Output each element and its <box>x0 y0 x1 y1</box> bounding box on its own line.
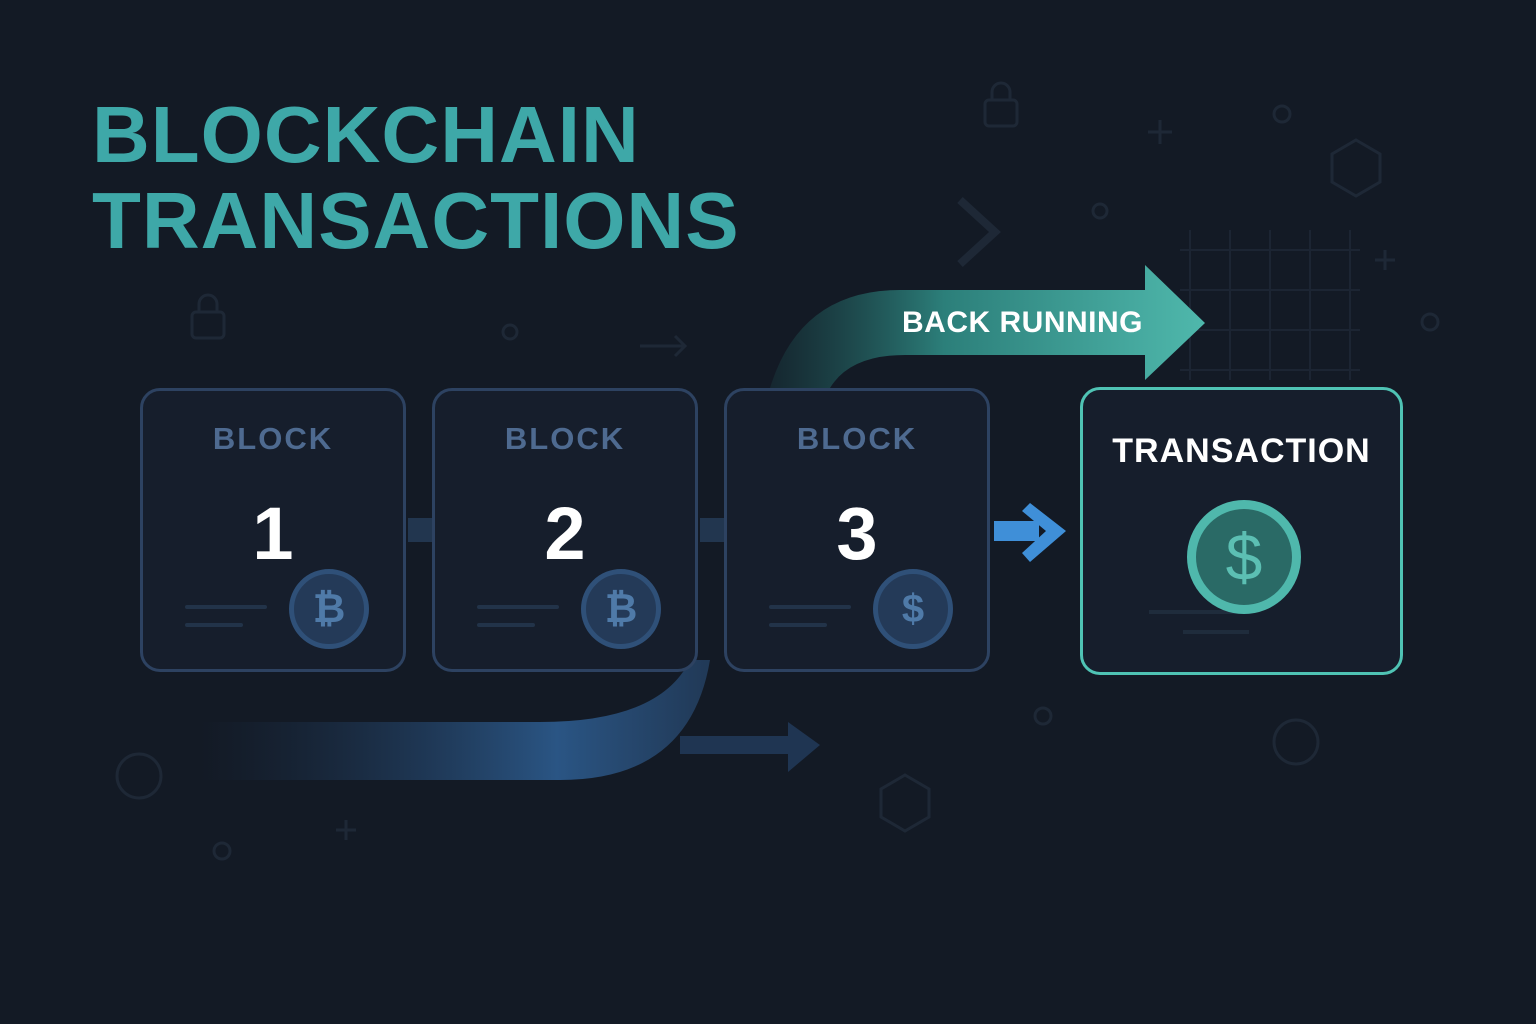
dollar-coin-icon: $ <box>873 569 953 649</box>
dollar-coin-icon: $ <box>1187 500 1301 614</box>
back-running-label: BACK RUNNING <box>902 306 1143 339</box>
block-label: BLOCK <box>504 421 626 456</box>
placeholder-line <box>1149 610 1249 614</box>
block-card-3: BLOCK 3 $ <box>724 388 990 672</box>
bitcoin-icon: ₿ <box>581 569 661 649</box>
arrow-to-transaction <box>994 503 1066 562</box>
placeholder-line <box>477 605 559 609</box>
bitcoin-icon: ₿ <box>289 569 369 649</box>
block-number: 1 <box>252 492 294 575</box>
title-line-1: BLOCKCHAIN <box>92 90 640 179</box>
lower-curved-flow <box>200 660 710 780</box>
block-card-2: BLOCK 2 ₿ <box>432 388 698 672</box>
placeholder-line <box>769 623 827 627</box>
block-connectors <box>408 518 726 542</box>
placeholder-line <box>185 623 243 627</box>
transaction-label: TRANSACTION <box>1112 432 1371 470</box>
block-card-1: BLOCK 1 ₿ <box>140 388 406 672</box>
block-label: BLOCK <box>212 421 334 456</box>
title-line-2: TRANSACTIONS <box>92 176 740 265</box>
back-running-arrow <box>770 265 1205 388</box>
block-number: 2 <box>544 492 586 575</box>
placeholder-line <box>769 605 851 609</box>
placeholder-line <box>185 605 267 609</box>
block-label: BLOCK <box>796 421 918 456</box>
placeholder-line <box>1183 630 1249 634</box>
faint-icons <box>115 81 1440 861</box>
block-number: 3 <box>836 492 878 575</box>
lower-arrow <box>680 722 820 772</box>
placeholder-line <box>477 623 535 627</box>
transaction-card: TRANSACTION $ <box>1080 387 1403 675</box>
grid-pattern <box>1180 230 1360 380</box>
page-title: BLOCKCHAIN TRANSACTIONS <box>92 92 740 264</box>
